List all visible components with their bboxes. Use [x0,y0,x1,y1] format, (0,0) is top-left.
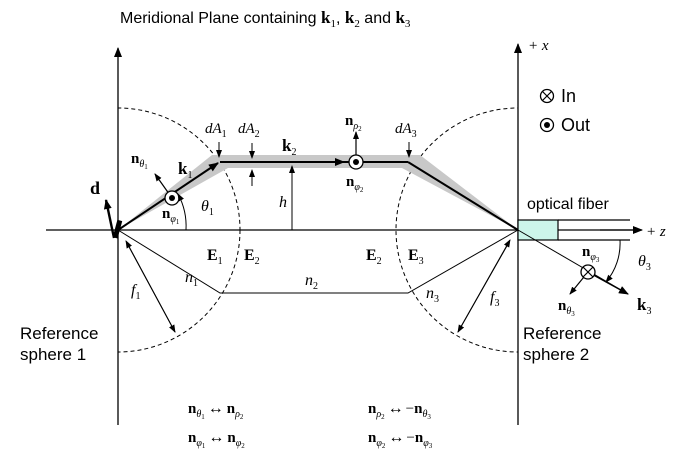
d-label: d [90,178,100,198]
E3-label: E3 [408,247,424,267]
E2-right-label: E2 [366,247,382,267]
n-phi1-label: nφ1 [162,206,180,226]
n2-label: n2 [305,272,318,292]
reference-sphere-1-arc [118,107,241,353]
x-axis-label: + x [528,38,549,54]
n1-label: n1 [185,269,198,289]
n-theta3-label: nθ3 [558,298,575,318]
beam-band [118,155,518,230]
k1-label: k1 [178,159,192,181]
svg-text:In: In [561,86,576,106]
legend: In Out [539,86,590,135]
svg-text:dA3: dA3 [395,121,417,140]
title: Meridional Plane containing k1, k2 and k… [120,8,411,30]
svg-text:Out: Out [561,115,590,135]
dA3-marker: dA3 [395,121,417,158]
E1-label: E1 [207,247,223,267]
dA2-marker: dA2 [238,121,260,186]
relation-phi1-phi2: nφ1↔nφ2 [188,429,245,450]
n-theta1-label: nθ1 [131,151,148,171]
lower-ray [117,229,519,294]
theta1-label: θ1 [201,198,214,218]
f3-label: f3 [490,289,499,309]
n3-label: n3 [426,285,439,305]
E2-left-label: E2 [244,247,260,267]
theta3-arc [605,239,621,283]
optical-fiber-label: optical fiber [527,196,609,213]
h-label: h [279,194,287,211]
relation-theta1-rho2: nθ1↔nρ2 [188,400,244,421]
theta1-arc [177,193,187,231]
ray-k3 [407,161,519,231]
d-vector [103,199,116,239]
k3-label: k3 [637,295,651,317]
f1-label: f1 [131,282,140,302]
n-rho2-label: nρ2 [345,113,362,133]
relation-rho2-theta3: nρ2↔−nθ3 [368,400,431,421]
n-phi3-label: nφ3 [582,244,600,264]
n-phi2-label: nφ2 [346,174,364,194]
optical-fiber-core [517,219,559,241]
svg-text:dA1: dA1 [205,121,227,140]
theta3-label: θ3 [638,253,651,273]
relation-phi2-phi3: nφ2↔−nφ3 [368,429,433,450]
dA1-marker: dA1 [205,121,227,158]
k2-label: k2 [282,136,296,158]
z-axis-label: + z [646,224,666,240]
svg-text:dA2: dA2 [238,121,260,140]
